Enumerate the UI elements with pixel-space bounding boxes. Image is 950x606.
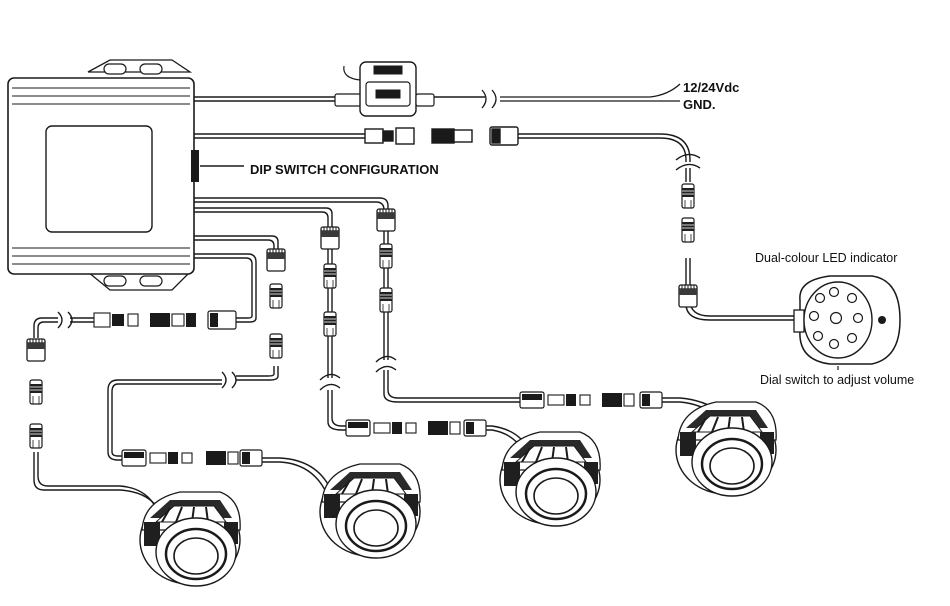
led-indicator-label: Dual-colour LED indicator — [755, 251, 898, 265]
sensor3-plug — [323, 263, 337, 289]
sensor-3 — [498, 430, 602, 528]
sensor-4 — [674, 400, 778, 498]
sensor-2 — [318, 462, 422, 560]
power-cable — [194, 61, 681, 117]
led-dot — [878, 316, 886, 324]
sensor2-plug — [269, 283, 283, 309]
sensor4-inline-connector — [519, 391, 663, 409]
indicator-cable — [194, 126, 800, 321]
sensor2-inline-connector — [121, 449, 263, 467]
sensor1-plug — [29, 379, 43, 405]
sensor4-plug-2 — [379, 287, 393, 313]
dial-switch-label: Dial switch to adjust volume — [760, 373, 915, 387]
sensor4-plug — [379, 243, 393, 269]
sensor2-plug-2 — [269, 333, 283, 359]
indicator-plug-2 — [681, 217, 695, 243]
sensor1-inline-connector — [93, 310, 237, 330]
ground-label: GND. — [683, 97, 716, 112]
dip-switch — [191, 150, 199, 182]
speaker-led-indicator — [793, 275, 901, 370]
sensor-1 — [138, 490, 242, 588]
control-box — [7, 59, 199, 291]
indicator-plug-1 — [681, 183, 695, 209]
sensor2-nut — [266, 248, 286, 272]
sensor3-plug-2 — [323, 311, 337, 337]
power-label: 12/24Vdc — [683, 80, 740, 95]
sensor3-nut — [320, 226, 340, 250]
dip-switch-label: DIP SWITCH CONFIGURATION — [250, 162, 439, 177]
sensor4-nut — [376, 208, 396, 232]
sensor1-plug-2 — [29, 423, 43, 449]
sensor1-nut — [26, 338, 46, 362]
indicator-nut — [678, 284, 698, 308]
sensor3-inline-connector — [345, 419, 487, 437]
